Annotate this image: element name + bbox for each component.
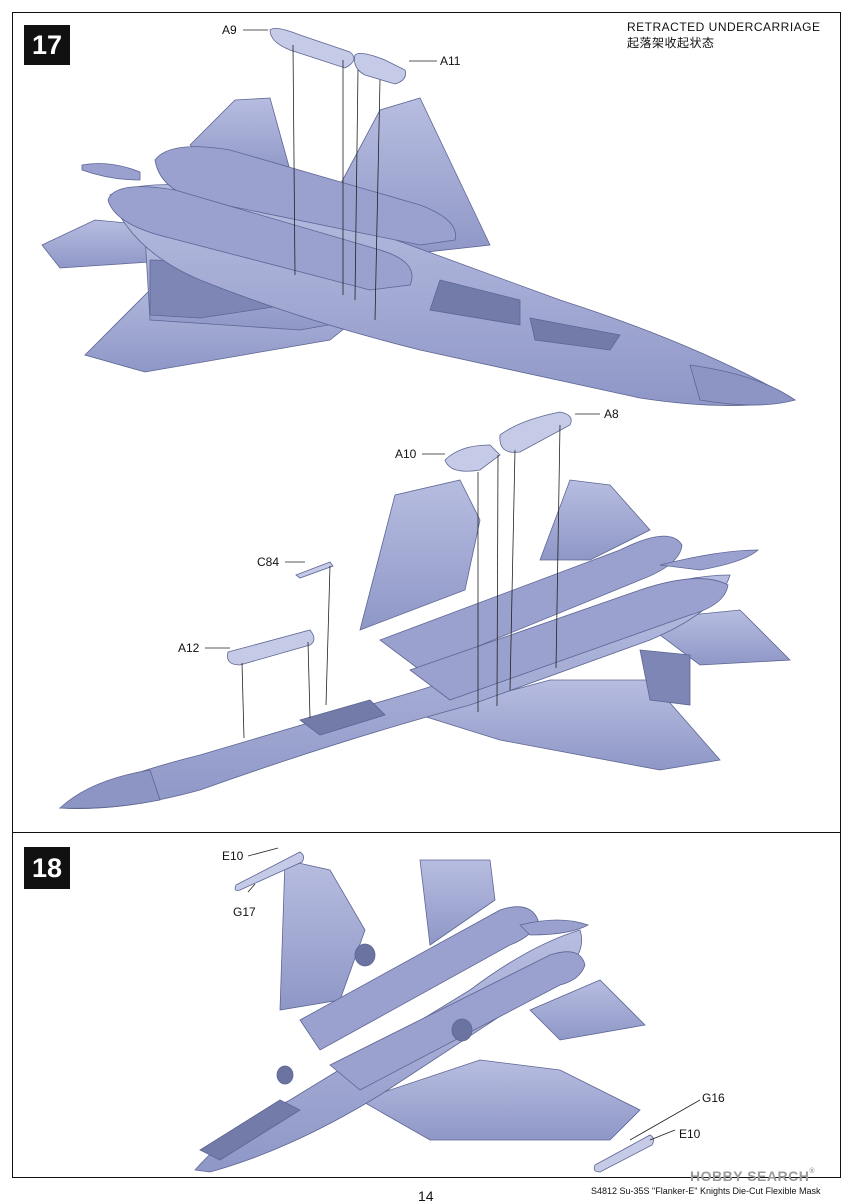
- step-17-heading-cn: 起落架收起状态: [627, 36, 715, 50]
- aircraft-top-view-2: [58, 479, 791, 810]
- footer-product-caption: S4812 Su-35S "Flanker-E" Knights Die-Cut…: [591, 1186, 821, 1196]
- label-a12: A12: [178, 641, 200, 655]
- label-e10-top: E10: [222, 849, 244, 863]
- pylons-g16-g17: [234, 851, 654, 1173]
- label-c84: C84: [257, 555, 280, 569]
- aircraft-step-18: [194, 859, 646, 1173]
- step-18-panel: [12, 832, 841, 1178]
- label-g17: G17: [233, 905, 256, 919]
- page-number: 14: [418, 1188, 434, 1204]
- watermark-brand: HOBBY SEARCH: [690, 1168, 810, 1184]
- label-e10-bottom: E10: [679, 1127, 701, 1141]
- hobby-search-watermark: HOBBY SEARCH®: [690, 1168, 815, 1184]
- label-a11: A11: [440, 54, 461, 68]
- label-a10: A10: [395, 447, 417, 461]
- door-a9-a11: [269, 27, 406, 85]
- step-17-badge: 17: [24, 25, 70, 65]
- label-g16: G16: [702, 1091, 725, 1105]
- registered-mark: ®: [809, 1168, 815, 1175]
- label-a9: A9: [222, 23, 237, 37]
- step-18-badge: 18: [24, 847, 70, 889]
- step-17-heading-en: RETRACTED UNDERCARRIAGE: [627, 20, 821, 34]
- aircraft-top-view-1: [41, 97, 797, 406]
- door-a8-a10: [227, 411, 572, 666]
- label-a8: A8: [604, 407, 619, 421]
